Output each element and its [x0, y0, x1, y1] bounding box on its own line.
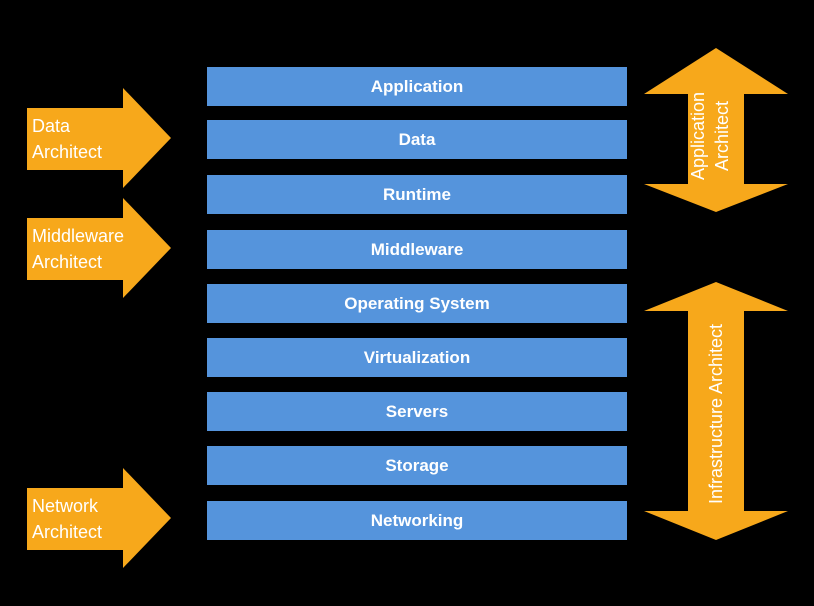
data-architect-arrow: [27, 88, 171, 188]
layer-virtualization: Virtualization: [207, 338, 627, 377]
middleware-architect-arrow: [27, 198, 171, 298]
network-architect-line1: Network: [32, 496, 99, 516]
layer-networking: Networking: [207, 501, 627, 540]
layer-application: Application: [207, 67, 627, 106]
network-architect-label: Network Architect: [32, 493, 102, 545]
application-architect-arrow: [644, 48, 788, 212]
infrastructure-architect-arrow: [644, 282, 788, 540]
infrastructure-architect-label: Infrastructure Architect: [701, 312, 731, 516]
layer-storage: Storage: [207, 446, 627, 485]
network-architect-line2: Architect: [32, 522, 103, 542]
application-architect-label: Application Architect: [686, 76, 746, 196]
layer-middleware: Middleware: [207, 230, 627, 269]
layer-data: Data: [207, 120, 627, 159]
middleware-architect-label: Middleware Architect: [32, 223, 124, 275]
layer-runtime: Runtime: [207, 175, 627, 214]
data-architect-line1: Data: [32, 116, 71, 136]
application-architect-line1: Application: [688, 91, 708, 181]
infrastructure-architect-line1: Infrastructure Architect: [706, 323, 726, 505]
middleware-architect-line1: Middleware: [32, 226, 125, 246]
middleware-architect-line2: Architect: [32, 252, 103, 272]
layer-servers: Servers: [207, 392, 627, 431]
data-architect-line2: Architect: [32, 142, 103, 162]
layer-operating-system: Operating System: [207, 284, 627, 323]
application-architect-line2: Architect: [712, 100, 732, 172]
data-architect-label: Data Architect: [32, 113, 102, 165]
network-architect-arrow: [27, 468, 171, 568]
